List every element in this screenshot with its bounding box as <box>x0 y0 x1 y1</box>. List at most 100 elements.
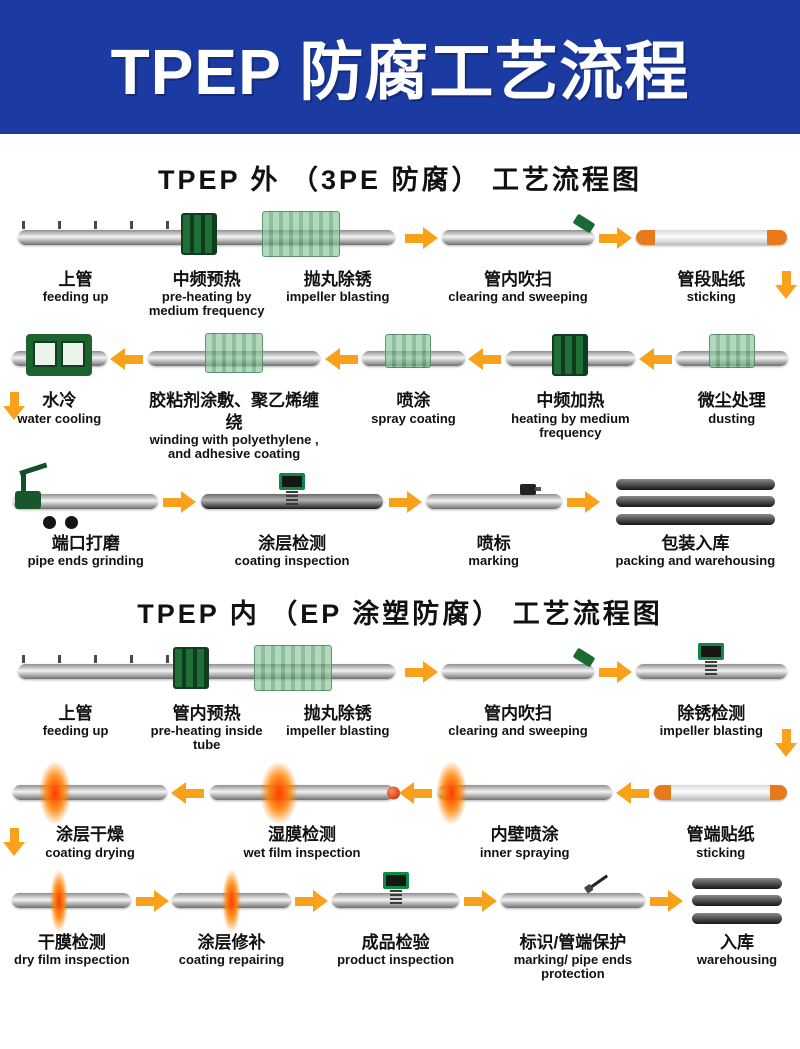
heat-glow-icon <box>38 761 71 826</box>
heating-machine-icon <box>552 334 589 377</box>
arrow-right-icon <box>648 872 684 930</box>
step-label-en: impeller blasting <box>659 723 763 739</box>
step-label-en: warehousing <box>696 952 778 967</box>
flow-row-outer-3: 端口打磨 pipe ends grinding 涂层检测 coating ins… <box>0 472 800 569</box>
step-label-zh: 湿膜检测 <box>268 825 336 845</box>
pipe <box>12 892 132 908</box>
step-label-zh: 包装入库 <box>661 533 730 553</box>
step-label-zh: 除锈检测 <box>677 704 746 724</box>
pipe <box>692 912 782 924</box>
step-label-en: sticking <box>696 844 746 860</box>
dusting-machine-icon <box>708 334 755 369</box>
step-label-en: clearing and sweeping <box>448 723 588 739</box>
flow-row-outer-1: 上管 feeding up 中频预热 pre-heating by medium… <box>0 209 800 318</box>
arrow-right-icon <box>403 209 439 267</box>
pipe <box>615 513 775 525</box>
step-water-cooling: 水冷 water cooling <box>10 330 109 425</box>
step-label-zh: 喷涂 <box>396 391 431 411</box>
pipe-graphic <box>10 330 109 388</box>
step-coating-drying: 涂层干燥 coating drying <box>10 761 170 859</box>
repair-spot-icon <box>221 868 242 933</box>
step-label-en: impeller blasting <box>286 723 390 739</box>
pipe <box>692 895 782 907</box>
step-label-en: clearing and sweeping <box>448 289 588 305</box>
step-feeding-up-2: 上管 feeding up <box>10 701 141 752</box>
grinder-head-icon <box>14 490 41 509</box>
step-label-en: product inspection <box>337 952 455 967</box>
pipe-graphic <box>423 473 565 531</box>
arrow-right-icon <box>134 872 170 930</box>
step-clearing-sweeping-2: 管内吹扫 clearing and sweeping <box>439 643 596 738</box>
step-segment-sticking: 管段贴纸 sticking <box>633 209 790 304</box>
blasting-machine-icon <box>254 645 333 692</box>
step-coating-repairing: 涂层修补 coating repairing <box>170 868 294 967</box>
step-label-en: marking/ pipe ends protection <box>513 952 633 982</box>
step-label-en: impeller blasting <box>286 289 390 305</box>
step-label-en: feeding up <box>42 723 109 739</box>
pipe-cap <box>769 785 788 801</box>
pipe-with-sticker <box>654 785 788 801</box>
inspection-gauge-icon <box>382 871 409 889</box>
wet-film-glow-icon <box>259 761 299 826</box>
preheater-machine-icon <box>180 213 217 255</box>
step-medium-frequency-preheating: 中频预热 pre-heating by medium frequency <box>141 267 272 318</box>
step-wet-film-inspection: 湿膜检测 wet film inspection <box>206 761 400 860</box>
step-label-en: heating by medium frequency <box>511 410 630 440</box>
arrow-right-icon <box>462 872 498 930</box>
pipe-graphic <box>197 472 386 531</box>
step-warehousing: 入库 warehousing <box>684 872 790 967</box>
gauge-spring-icon <box>705 661 718 676</box>
step-label-zh: 抛丸除锈 <box>303 704 372 724</box>
pipe-stack-icon <box>692 877 782 924</box>
step-label-en: dry film inspection <box>14 952 130 967</box>
step-label-zh: 管内吹扫 <box>483 704 552 724</box>
section-outer-coating: TPEP 外 （3PE 防腐） 工艺流程图 上管 feeding up 中频预热… <box>0 158 800 568</box>
step-label-en: inner spraying <box>479 844 570 860</box>
pipe-stack-icon <box>615 478 775 525</box>
step-dusting: 微尘处理 dusting <box>674 330 790 425</box>
inspection-monitor-icon <box>698 643 725 661</box>
step-label-zh: 涂层检测 <box>258 533 327 553</box>
step-impeller-blasting-2: 抛丸除锈 impeller blasting <box>272 701 403 752</box>
cooling-machine-icon <box>26 334 93 377</box>
arrow-right-icon <box>597 209 633 267</box>
flow-row-outer-2: 水冷 water cooling 胶粘剂涂敷、聚乙烯缠绕 winding wit… <box>0 330 800 461</box>
header-banner: TPEP 防腐工艺流程 <box>0 0 800 134</box>
pipe-graphic <box>10 643 403 701</box>
pipe-graphic <box>10 472 161 531</box>
arrow-left-icon <box>467 330 503 388</box>
pipe-graphic <box>674 330 790 388</box>
pipe <box>13 493 159 509</box>
section-title-inner: TPEP 内 （EP 涂塑防腐） 工艺流程图 <box>137 599 663 630</box>
step-impeller-blasting: 抛丸除锈 impeller blasting <box>272 267 403 318</box>
step-label-en: spray coating <box>371 410 456 426</box>
step-label-zh: 管内吹扫 <box>483 270 552 289</box>
group-labels: 上管 feeding up 管内预热 pre-heating inside tu… <box>10 701 403 752</box>
pipe-graphic <box>145 330 324 388</box>
step-inside-tube-preheating: 管内预热 pre-heating inside tube <box>141 701 272 752</box>
pipe <box>615 478 775 490</box>
step-pipe-ends-grinding: 端口打磨 pipe ends grinding <box>10 472 161 569</box>
step-label-zh: 内壁喷涂 <box>490 825 559 845</box>
pipe-graphic <box>633 209 790 267</box>
step-label-en: coating repairing <box>178 952 285 967</box>
pipe-bundle-graphic <box>684 872 790 930</box>
step-label-en: pre-heating inside tube <box>150 723 263 753</box>
step-label-zh: 涂层修补 <box>197 932 266 952</box>
step-label-en: wet film inspection <box>243 844 361 860</box>
step-product-inspection: 成品检验 product inspection <box>329 871 462 967</box>
pipe-graphic <box>439 643 596 701</box>
marking-sprayer-icon <box>520 483 542 495</box>
step-label-en: marking <box>468 553 519 569</box>
section-title-outer: TPEP 外 （3PE 防腐） 工艺流程图 <box>157 165 643 195</box>
step-label-zh: 胶粘剂涂敷、聚乙烯缠绕 <box>149 391 320 432</box>
step-adhesive-pe-winding: 胶粘剂涂敷、聚乙烯缠绕 winding with polyethylene , … <box>145 330 324 461</box>
arrow-down-icon <box>2 826 26 858</box>
pipe-graphic <box>434 761 615 826</box>
step-label-en: pipe ends grinding <box>27 553 144 569</box>
arrow-right-icon <box>161 473 197 531</box>
step-medium-frequency-heating: 中频加热 heating by medium frequency <box>503 330 637 439</box>
pipe-cap <box>635 230 656 245</box>
pipe-graphic <box>170 868 294 933</box>
step-label-en: pre-heating by medium frequency <box>148 289 265 319</box>
